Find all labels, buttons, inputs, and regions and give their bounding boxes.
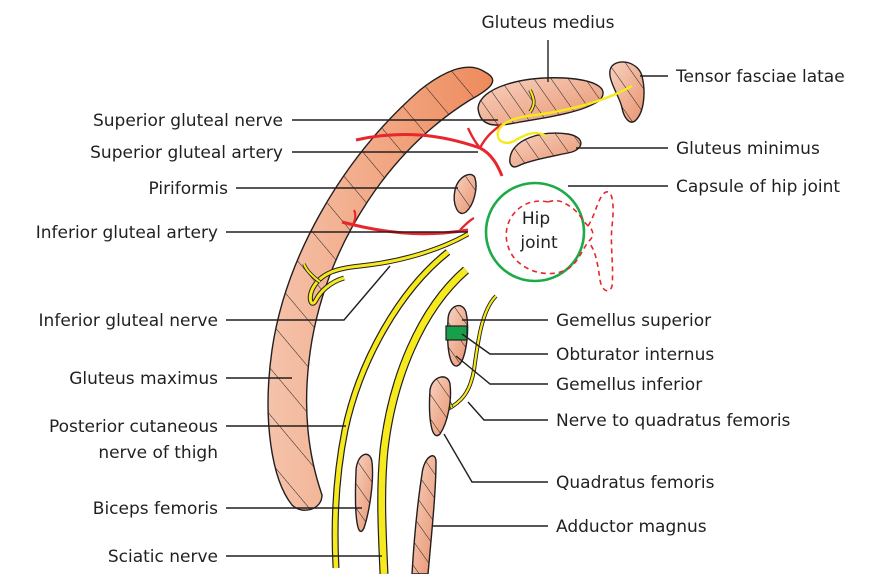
label-gluteus-maximus: Gluteus maximus: [69, 369, 218, 389]
label-piriformis: Piriformis: [148, 179, 228, 199]
label-superior-gluteal-artery: Superior gluteal artery: [90, 143, 283, 163]
leader-quadratus-femoris: [444, 434, 548, 482]
label-biceps-femoris: Biceps femoris: [93, 499, 218, 519]
gluteus-medius-shape: [478, 78, 603, 125]
tensor-fasciae-latae-shape: [610, 62, 644, 122]
hip-joint-label-1: Hip: [522, 209, 550, 229]
label-gemellus-inferior: Gemellus inferior: [556, 375, 702, 395]
label-sciatic-nerve: Sciatic nerve: [108, 547, 218, 567]
biceps-femoris-shape: [355, 454, 372, 531]
label-superior-gluteal-nerve: Superior gluteal nerve: [93, 111, 283, 131]
inferior-gluteal-artery: [342, 210, 474, 234]
hip-joint: Hip joint: [486, 183, 613, 291]
label-gemellus-superior: Gemellus superior: [556, 311, 711, 331]
label-inferior-gluteal-nerve: Inferior gluteal nerve: [39, 311, 218, 331]
label-tensor-fasciae-latae: Tensor fasciae latae: [675, 67, 845, 87]
label-posterior-cutaneous-1: Posterior cutaneous: [49, 417, 218, 437]
quadratus-femoris-shape: [429, 377, 450, 436]
leader-nerve-to-quadratus-femoris: [468, 402, 548, 420]
piriformis-shape: [454, 174, 476, 213]
label-posterior-cutaneous-2: nerve of thigh: [98, 443, 218, 463]
label-obturator-internus: Obturator internus: [556, 345, 714, 365]
obturator-internus-tendon: [446, 326, 467, 340]
label-inferior-gluteal-artery: Inferior gluteal artery: [36, 223, 218, 243]
label-nerve-to-quadratus-femoris: Nerve to quadratus femoris: [556, 411, 791, 431]
label-capsule-of-hip-joint: Capsule of hip joint: [676, 177, 840, 197]
label-adductor-magnus: Adductor magnus: [556, 517, 707, 537]
adductor-magnus-shape: [412, 456, 436, 574]
label-quadratus-femoris: Quadratus femoris: [556, 473, 715, 493]
hip-joint-label-2: joint: [519, 233, 558, 253]
femoral-neck-outline: [588, 192, 613, 291]
label-gluteus-medius: Gluteus medius: [482, 13, 615, 33]
label-gluteus-minimus: Gluteus minimus: [676, 139, 820, 159]
hip-capsule-circle: [486, 183, 584, 281]
